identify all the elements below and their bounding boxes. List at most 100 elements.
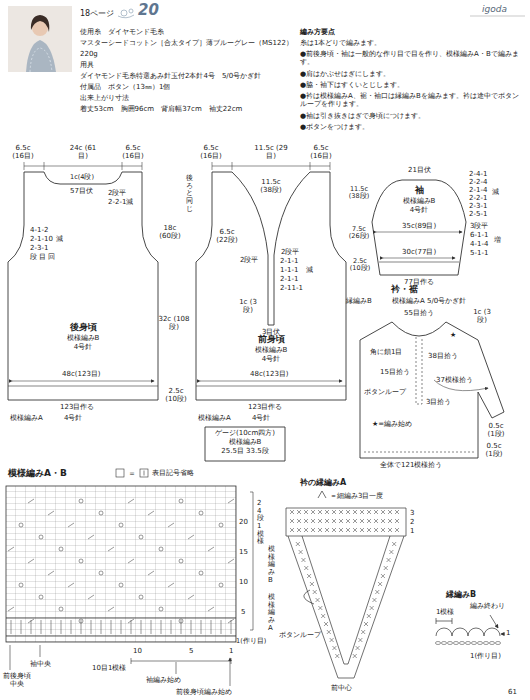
yarn-over (219, 523, 223, 527)
single-crochet (367, 510, 371, 514)
rib-symbol (11, 620, 12, 634)
yarn-over (59, 607, 63, 611)
dimension-label: 縁編みB (346, 297, 372, 305)
dimension-label: 5 (189, 647, 193, 655)
decrease-symbol (88, 595, 94, 599)
piece-note: 25.5目 33.5段 (221, 447, 268, 455)
yarn-over (19, 583, 23, 587)
dimension-label: 5 (241, 608, 245, 616)
yarn-over (119, 523, 123, 527)
piece-outline (4, 168, 162, 404)
dimension-label: 2-11-1 (280, 284, 303, 292)
single-crochet (367, 528, 371, 532)
dimension-label: 1c(4段) (70, 174, 94, 181)
decrease-symbol (188, 535, 194, 539)
dimension-lines (12, 162, 488, 391)
dimension-label: 1(作り目) (236, 638, 266, 645)
single-crochet (332, 519, 336, 523)
dimension-label: 11.5c (38段) (258, 178, 284, 194)
decrease-symbol (208, 547, 214, 551)
single-crochet (361, 630, 365, 634)
rib-symbol (161, 620, 162, 634)
page-ref: 18ページ (80, 9, 114, 18)
dimension-label: 2-1-10 (30, 235, 53, 243)
dimension-label: 5-1-1 (470, 249, 488, 257)
outline-path (360, 322, 504, 458)
yarn-over (159, 547, 163, 551)
dimension-label: 4-1-4 (470, 240, 488, 248)
dimension-label: 袖編み始め (146, 676, 181, 684)
dimension-label: 模様編みA (198, 414, 231, 422)
dimension-label: 2.5c (10段) (349, 258, 371, 273)
dimension-label: 10目1模様 (92, 664, 126, 672)
dimension-label: 着丈53cm 胸囲96cm 背肩幅37cm 袖丈22cm (80, 105, 242, 113)
single-crochet (374, 528, 378, 532)
yarn-over (99, 571, 103, 575)
single-crochet (332, 528, 336, 532)
dimension-label: 減 (56, 235, 63, 243)
decrease-symbol (168, 583, 174, 587)
photo-ground (8, 6, 72, 72)
single-crochet (296, 542, 300, 546)
dimension-label: ダイヤモンド毛糸特選あみ針玉付2本針4号 5/0号かぎ針 (80, 72, 261, 80)
piece-note: 模様編みB (229, 438, 262, 446)
dimension-label: ＝細編み3目一度 (330, 492, 383, 500)
dimension-label: ボタンループ (364, 388, 406, 396)
single-crochet (313, 590, 317, 594)
dimension-label: 6.5c (16目) (198, 144, 224, 160)
dimension-label: ●肩はかぶせはぎにします。 (300, 70, 390, 78)
rib-line (364, 337, 474, 452)
photo-lace (30, 48, 52, 72)
single-crochet (360, 528, 364, 532)
dimension-label: 2-5-1 (469, 210, 487, 218)
single-crochet (325, 528, 329, 532)
single-crochet (335, 654, 339, 658)
dimension-label: 増 (494, 236, 501, 244)
single-crochet (395, 510, 399, 514)
dimension-label: 出来上がり寸法 (80, 94, 129, 102)
single-crochet (381, 574, 385, 578)
decrease-symbol (28, 559, 34, 563)
yarn-over (79, 499, 83, 503)
single-crochet (324, 622, 328, 626)
piece-note: 模様編みB (255, 346, 288, 354)
brand-mark: igoda (482, 4, 507, 14)
dimension-label: 減 (492, 188, 499, 196)
pattern-number: 20 (138, 2, 159, 19)
single-crochet (367, 614, 371, 618)
single-crochet (304, 510, 308, 514)
single-crochet (384, 566, 388, 570)
dimension-label: 77目作る (404, 278, 434, 286)
dimension-label: 6.5c (16目) (308, 144, 334, 160)
single-crochet (381, 510, 385, 514)
piece-note: 4号針 (410, 206, 428, 214)
dimension-label: 角に鎖1目 (370, 348, 402, 356)
single-crochet (318, 528, 322, 532)
piece-title: 袖 (415, 185, 424, 196)
single-crochet (389, 550, 393, 554)
single-crochet (358, 638, 362, 642)
dimension-label: 1模様 (436, 608, 454, 616)
dimension-label: 24段1模様 (257, 500, 264, 546)
dimension-label: 123目作る (248, 403, 282, 411)
dimension-label: 1c (3段) (236, 298, 260, 314)
dimension-label: ●ボタンをつけます。 (300, 123, 369, 131)
back-piece: 後身頃模様編みB4号針 (4, 168, 162, 404)
rib-symbol (211, 620, 212, 634)
rib-symbol (21, 620, 22, 634)
rib-symbol (141, 620, 142, 634)
chain-row (435, 642, 500, 645)
rib-symbol (31, 620, 32, 634)
dimension-label: 20 (239, 518, 248, 526)
single-crochet (307, 574, 311, 578)
front-piece: 前身頃模様編みB4号針 (192, 168, 350, 404)
decrease-symbol (108, 607, 114, 611)
chain-stitch (489, 642, 494, 645)
dimension-label: ★=編み始め (372, 420, 412, 428)
dimension-label: 38目拾う (428, 352, 458, 360)
piece-note: 4号針 (262, 355, 280, 363)
single-crochet (325, 510, 329, 514)
rib-symbol (111, 620, 112, 634)
yarn-over (199, 571, 203, 575)
dimension-label: 6.5c (16目) (10, 144, 36, 160)
